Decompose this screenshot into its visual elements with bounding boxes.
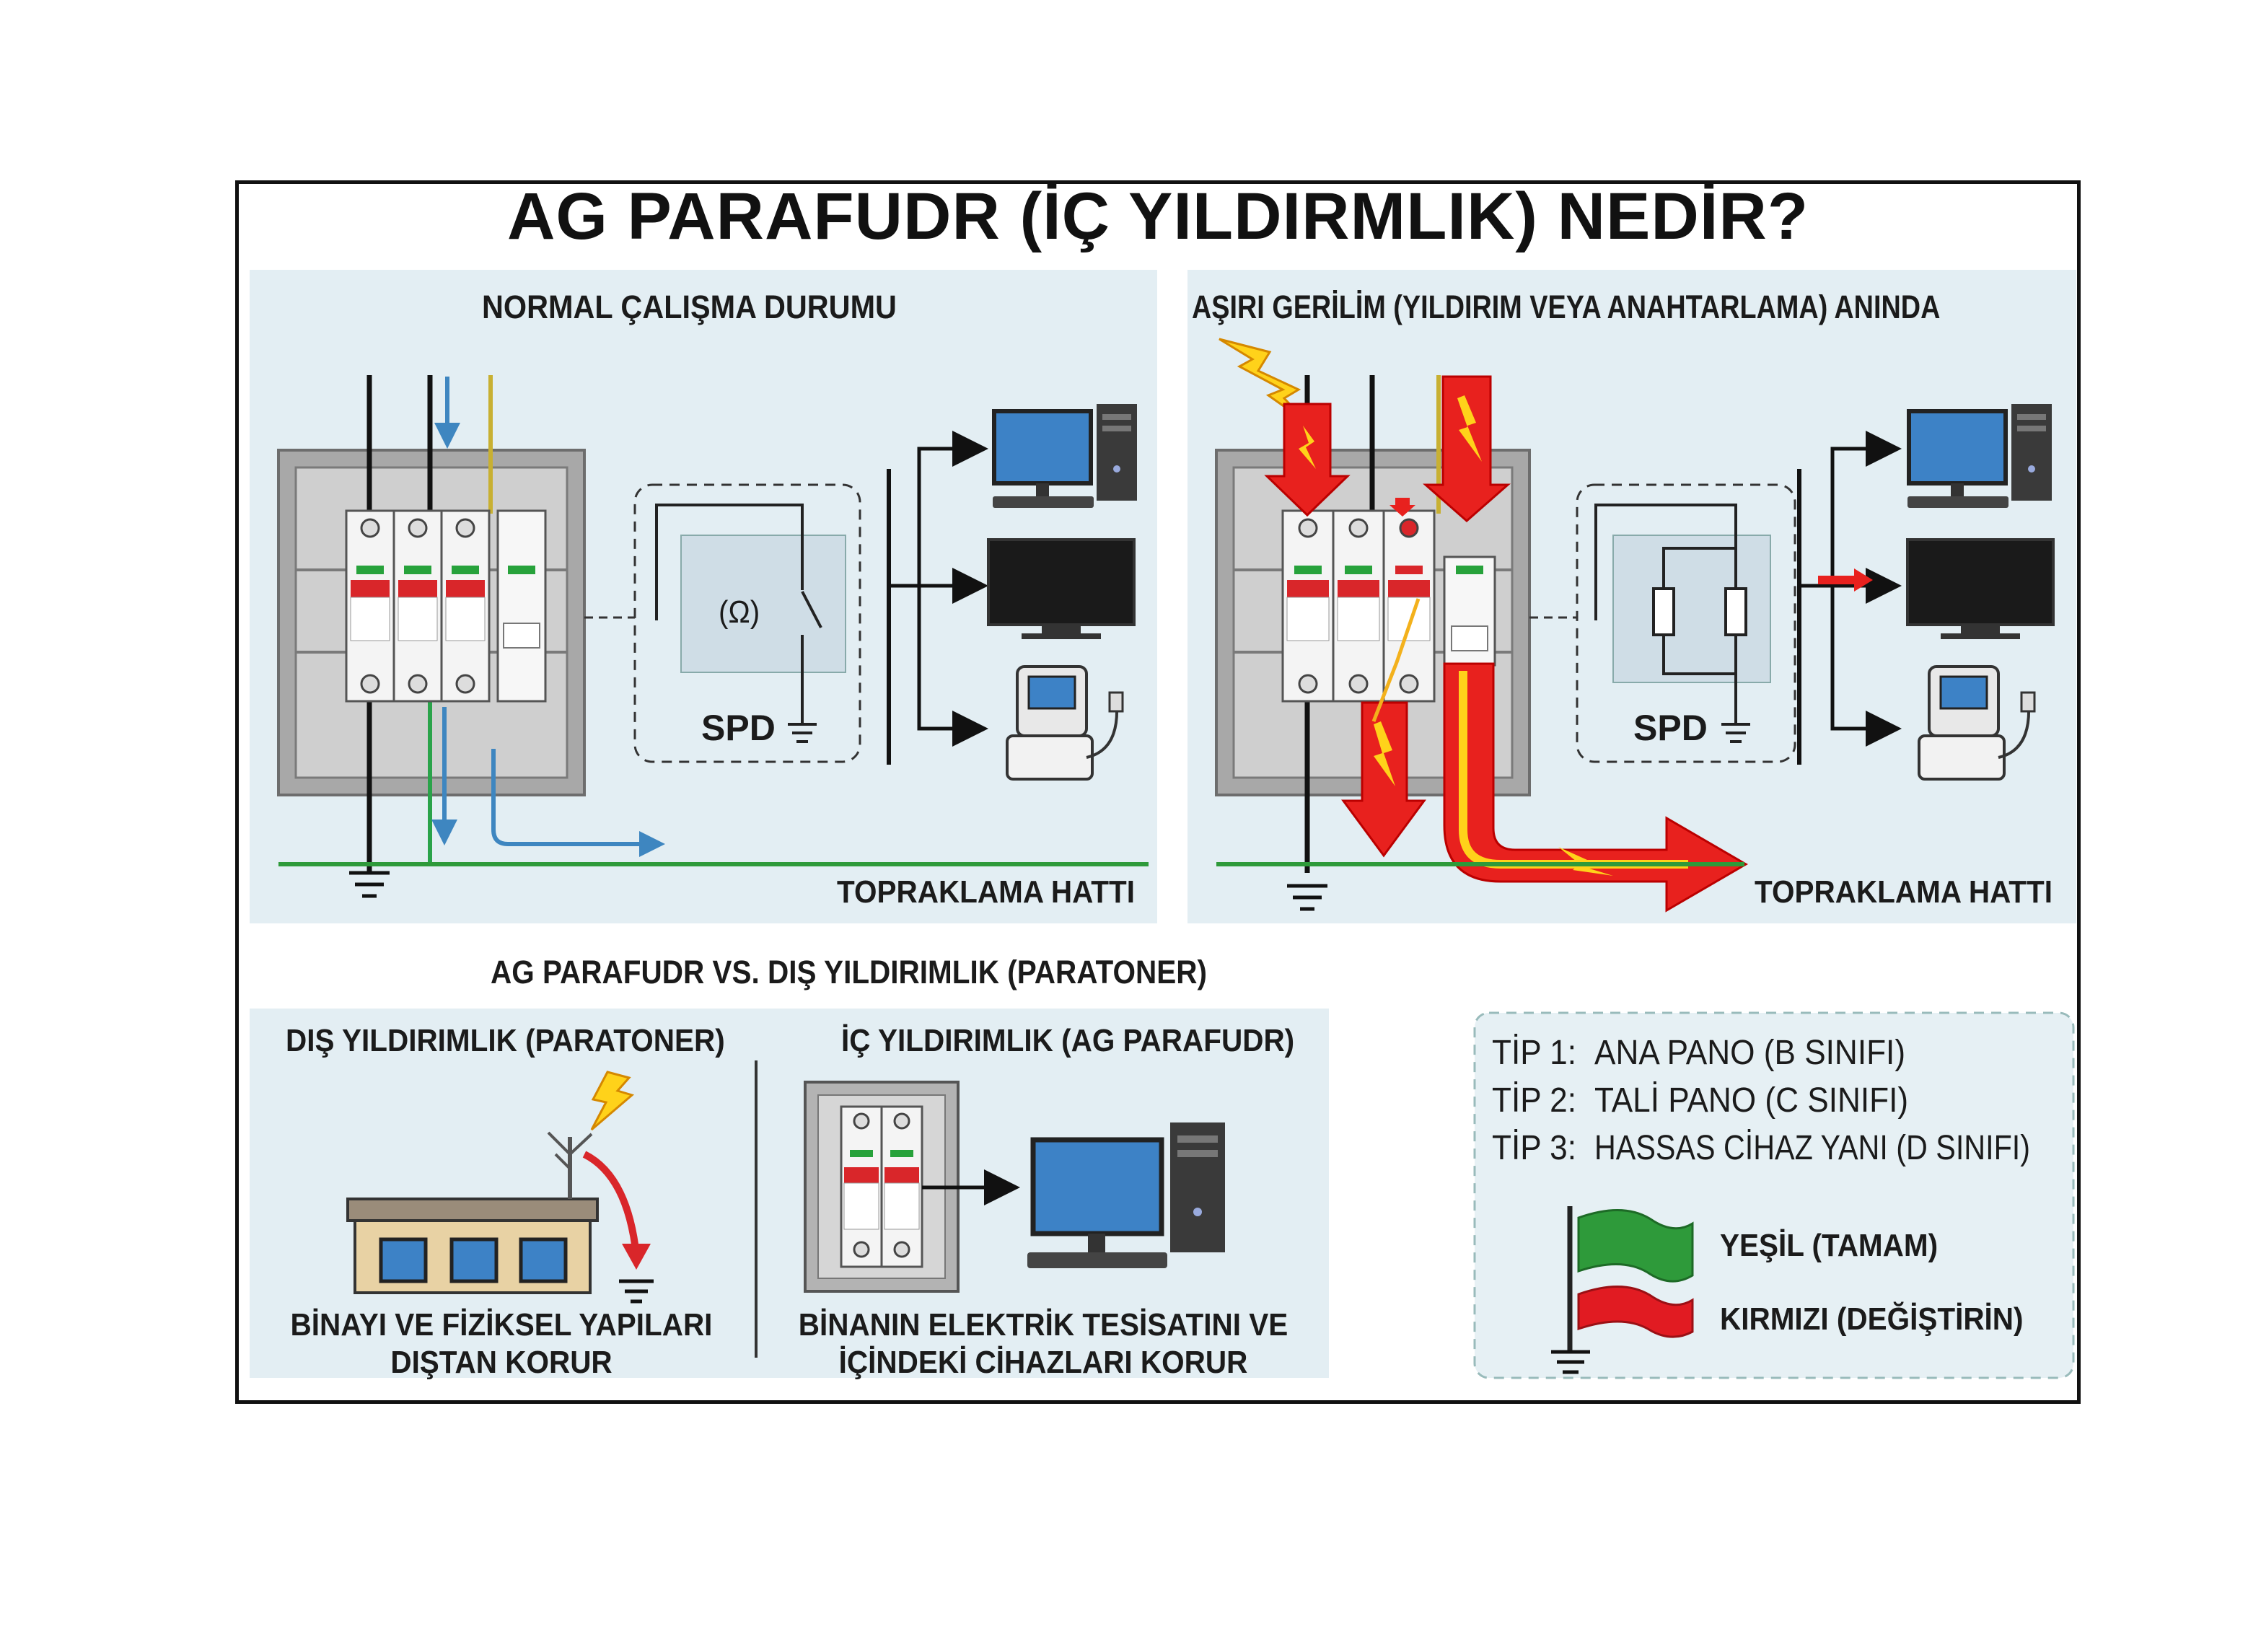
normal-ground-symbol [349, 871, 390, 898]
surge-heading: AŞIRI GERİLİM (YILDIRIM VEYA ANAHTARLAMA… [1192, 289, 1941, 325]
normal-omega-label: (Ω) [719, 594, 760, 630]
surge-diverted-current [1443, 662, 1748, 913]
comparison-heading: AG PARAFUDR VS. DIŞ YILDIRIMLIK (PARATON… [491, 954, 1208, 990]
type-1-code: TİP 1: [1492, 1034, 1576, 1072]
surge-ground-label: TOPRAKLAMA HATTI [1755, 874, 2053, 910]
normal-computer-icon [992, 404, 1137, 508]
external-heading: DIŞ YILDIRIMLIK (PARATONER) [286, 1023, 725, 1058]
type-3-desc: HASSAS CİHAZ YANI (D SINIFI) [1594, 1129, 2031, 1167]
normal-ground-label: TOPRAKLAMA HATTI [837, 874, 1136, 910]
internal-caption-line2: İÇİNDEKİ CİHAZLARI KORUR [838, 1345, 1248, 1380]
type-3-code: TİP 3: [1492, 1129, 1576, 1167]
internal-computer-icon [1027, 1122, 1225, 1268]
type-2-desc: TALİ PANO (C SINIFI) [1594, 1081, 1909, 1120]
surge-computer-icon [1907, 404, 2052, 508]
internal-spd-panel-icon [804, 1081, 960, 1293]
surge-ground-symbol [1287, 884, 1327, 911]
normal-spd-label: SPD [701, 708, 776, 748]
status-green-label: YEŞİL (TAMAM) [1720, 1228, 1939, 1263]
normal-tv-icon [987, 538, 1136, 639]
external-caption-line2: DIŞTAN KORUR [390, 1345, 613, 1380]
surge-spd-box [1576, 483, 1796, 763]
building-icon [346, 1131, 599, 1294]
internal-caption-line1: BİNANIN ELEKTRİK TESİSATINI VE [798, 1307, 1288, 1343]
external-lightning-icon [590, 1071, 635, 1131]
status-red-label: KIRMIZI (DEĞİŞTİRİN) [1720, 1301, 2024, 1337]
surge-tv-icon [1906, 538, 2055, 639]
type-2-code: TİP 2: [1492, 1081, 1576, 1120]
surge-spd-modules [1281, 509, 1496, 703]
surge-medical-device-icon [1918, 665, 2036, 781]
type-1-desc: ANA PANO (B SINIFI) [1594, 1034, 1906, 1072]
status-flag-icon [1551, 1206, 1694, 1374]
normal-spd-box [633, 483, 861, 763]
normal-heading: NORMAL ÇALIŞMA DURUMU [482, 289, 897, 325]
external-diversion-arrow [582, 1151, 640, 1256]
normal-medical-device-icon [1006, 665, 1124, 781]
external-ground-symbol [619, 1279, 654, 1304]
surge-spd-label: SPD [1633, 708, 1708, 748]
external-caption-line1: BİNAYI VE FİZİKSEL YAPILARI [290, 1307, 713, 1343]
internal-heading: İÇ YILDIRIMLIK (AG PARAFUDR) [841, 1023, 1295, 1058]
page-title: AG PARAFUDR (İÇ YILDIRMLIK) NEDİR? [506, 180, 1809, 253]
poster-frame [235, 180, 2081, 1404]
normal-spd-modules [345, 509, 547, 703]
